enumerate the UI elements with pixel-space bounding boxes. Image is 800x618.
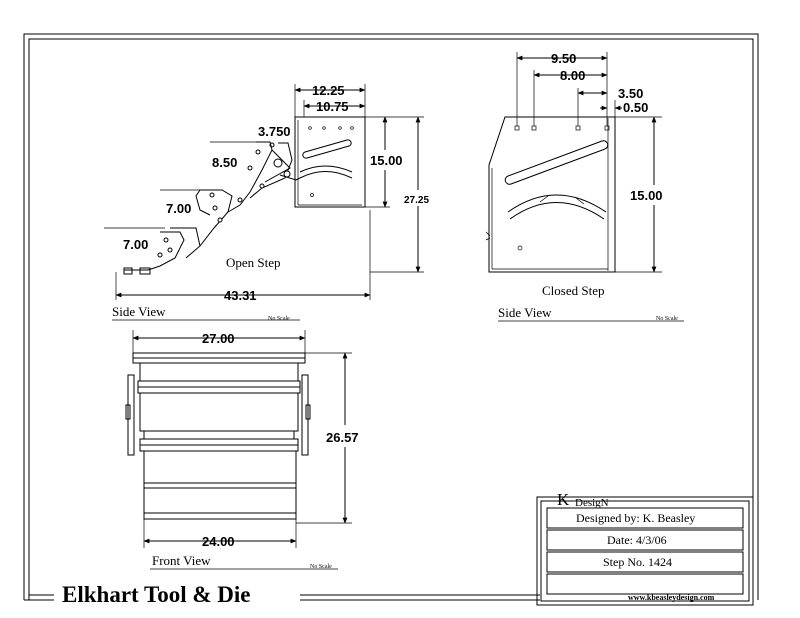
dim-total-height: 27.25	[404, 195, 429, 206]
website: www.kbeasleydesign.com	[628, 593, 715, 602]
front-view: 27.00 26.57 24.00 Front View No Scale	[125, 330, 359, 570]
dim-front-height: 26.57	[326, 430, 359, 445]
closed-side-view-label: Side View	[498, 305, 552, 320]
no-scale-note: No Scale	[268, 316, 290, 322]
open-step-side-view: 3.750 8.50 7.00 7.00 12.25 10.75 15.00 2…	[104, 83, 429, 322]
dim-rise-2: 7.00	[166, 201, 191, 216]
dim-closed-w4: 0.50	[623, 100, 648, 115]
sheet-border	[23, 33, 759, 601]
date: Date: 4/3/06	[607, 533, 667, 547]
dim-height: 15.00	[370, 153, 403, 168]
dim-closed-height: 15.00	[630, 188, 663, 203]
open-step-caption: Open Step	[226, 255, 281, 270]
logo-design: DesigN	[575, 497, 609, 509]
step-number: Step No. 1424	[603, 555, 672, 569]
dim-total-length: 43.31	[224, 288, 257, 303]
dim-front-bottom-width: 24.00	[202, 534, 235, 549]
dim-closed-w3: 3.50	[618, 86, 643, 101]
dim-rise-1: 8.50	[212, 155, 237, 170]
front-view-label: Front View	[152, 553, 211, 568]
closed-no-scale-note: No Scale	[656, 316, 678, 322]
dim-rise-3: 7.00	[123, 237, 148, 252]
title-block: K DesigN Designed by: K. Beasley Date: 4…	[536, 490, 754, 606]
dim-top-width: 12.25	[312, 83, 345, 98]
closed-step-side-view: 9.50 8.00 3.50 0.50 15.00 Closed Step Si…	[485, 51, 684, 322]
dim-closed-w2: 8.00	[560, 68, 585, 83]
logo-k: K	[557, 490, 570, 509]
side-view-label: Side View	[112, 304, 166, 319]
dim-closed-w1: 9.50	[551, 51, 576, 66]
dim-inner-width: 10.75	[316, 99, 349, 114]
designed-by: Designed by: K. Beasley	[576, 511, 695, 525]
front-no-scale-note: No Scale	[310, 564, 332, 570]
dim-rise-top: 3.750	[258, 124, 291, 139]
company-name: Elkhart Tool & Die	[62, 582, 251, 607]
dim-front-top-width: 27.00	[202, 331, 235, 346]
closed-step-caption: Closed Step	[542, 283, 604, 298]
